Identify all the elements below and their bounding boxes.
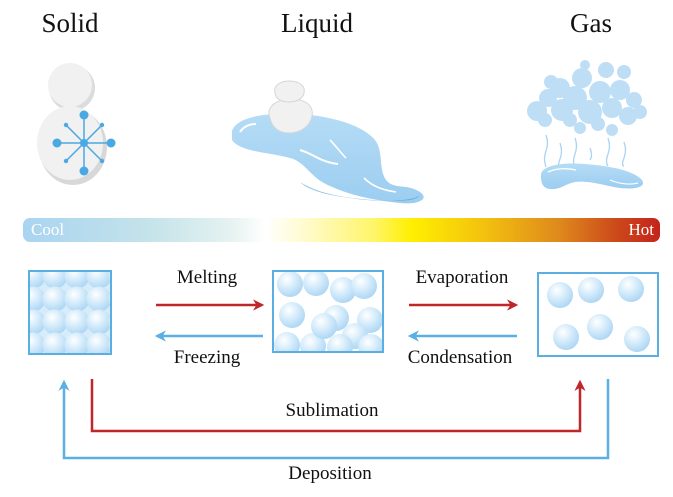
particle (42, 332, 68, 353)
particle (42, 309, 68, 335)
particle (587, 314, 613, 340)
particle (43, 356, 68, 381)
sublimation-label: Sublimation (285, 400, 379, 421)
particle (358, 334, 382, 351)
particle (330, 277, 356, 303)
particle (303, 272, 329, 296)
particle (64, 272, 90, 289)
particle (351, 273, 377, 299)
sublimation-arrow (90, 379, 586, 433)
particle (86, 286, 110, 312)
deposition-label: Deposition (288, 463, 372, 484)
particle (578, 277, 604, 303)
particle (30, 309, 46, 335)
evaporation-label: Evaporation (415, 267, 509, 288)
particle (327, 334, 353, 351)
gas-particles-box (537, 272, 659, 357)
particle (277, 272, 303, 297)
particle (108, 272, 110, 282)
particle (64, 309, 90, 335)
particle (311, 313, 337, 339)
liquid-particles-box (272, 270, 384, 353)
particle (42, 272, 68, 289)
particle (42, 286, 68, 312)
hot-label: Hot (628, 220, 655, 239)
particle (274, 332, 300, 351)
snowflake-icon (52, 110, 116, 176)
particle (618, 276, 644, 302)
temperature-gradient-bar: Cool Hot (23, 218, 660, 242)
liquid-title: Liquid (281, 8, 353, 38)
steam-icon (543, 134, 627, 168)
particle (108, 316, 110, 328)
particle (21, 356, 46, 381)
condensation-label: Condensation (407, 347, 513, 368)
particle (109, 356, 134, 381)
particle (86, 309, 110, 335)
particle (86, 272, 110, 289)
melting-label: Melting (176, 267, 238, 288)
particle (30, 286, 46, 312)
deposition-arrow (58, 379, 610, 460)
particle (64, 286, 90, 312)
particle (279, 302, 305, 328)
particle (30, 332, 46, 353)
particle (547, 282, 573, 308)
gas-cloud-icon (527, 60, 647, 136)
gas-title: Gas (570, 8, 612, 38)
solid-title: Solid (41, 8, 99, 38)
particle (86, 332, 110, 353)
solid-particles-box (21, 270, 134, 381)
particle (108, 339, 110, 351)
snowman-icon (37, 63, 116, 185)
gas-puddle-icon (540, 163, 644, 190)
freezing-label: Freezing (173, 347, 241, 368)
particle (553, 324, 579, 350)
particle (624, 326, 650, 352)
cool-label: Cool (31, 220, 65, 239)
particle (87, 356, 112, 381)
particle (108, 293, 110, 305)
melting-snowman-icon (268, 80, 313, 134)
particle (30, 272, 46, 289)
particle (64, 332, 90, 353)
puddle-icon (232, 80, 424, 204)
particle (65, 356, 90, 381)
